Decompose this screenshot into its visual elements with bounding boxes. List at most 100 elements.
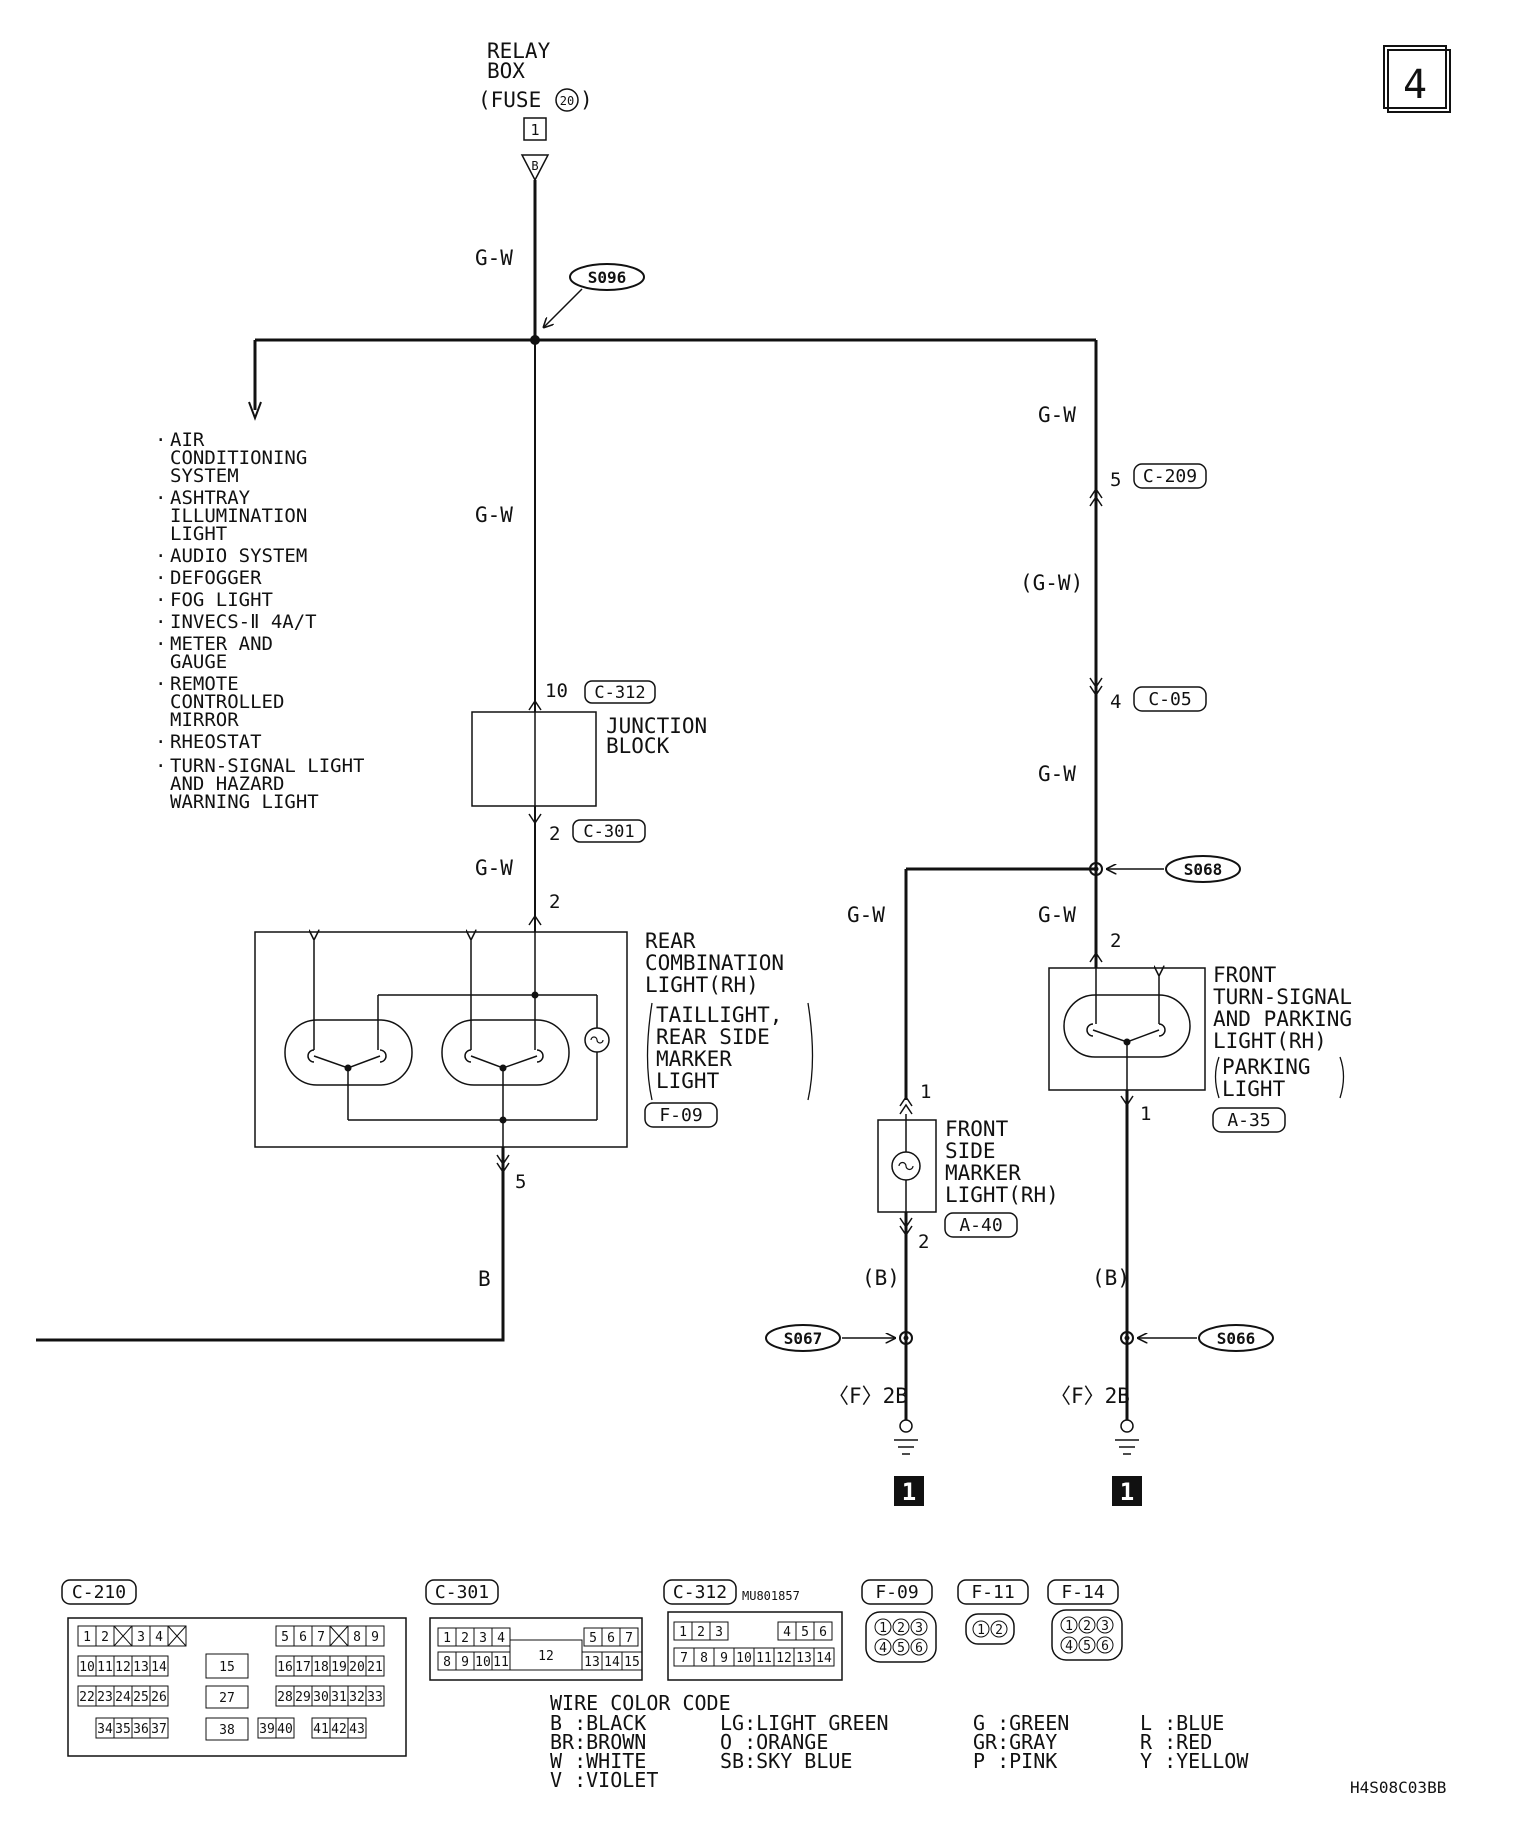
side-marker-top-pin: 1 — [920, 1081, 931, 1103]
fuse-number-circle — [555, 88, 579, 112]
splice-s068-label: S068 — [1184, 860, 1223, 879]
pin-cell — [205, 1685, 249, 1709]
pin-number: 36 — [133, 1722, 149, 1737]
pin-number: 12 — [776, 1651, 792, 1666]
wire-label-front-turn-ground: (B) — [1092, 1266, 1130, 1290]
system-item: SYSTEM — [170, 465, 239, 487]
front-side-marker-light — [877, 1114, 937, 1213]
system-item: AIR — [170, 429, 205, 451]
wire-label-rear-ground: B — [478, 1267, 491, 1291]
pin-number: 6 — [915, 1641, 923, 1656]
rear-combo-line3: LIGHT(RH) — [645, 973, 759, 997]
color-code-item: GR:GRAY — [973, 1730, 1057, 1754]
pin-number: 4 — [1065, 1639, 1073, 1654]
systems-bullet: · — [155, 611, 166, 633]
pin-number: 29 — [295, 1690, 311, 1705]
pin-number: 2 — [101, 1630, 109, 1645]
pin-cell — [910, 1618, 928, 1636]
pin-cell — [874, 1638, 892, 1656]
color-code-item: G :GREEN — [973, 1711, 1069, 1735]
systems-bullet: · — [155, 633, 166, 655]
pin-number: 13 — [133, 1660, 149, 1675]
pin-number: 2 — [697, 1625, 705, 1640]
front-turn-top-pin: 2 — [1110, 930, 1121, 952]
system-item: AND HAZARD — [170, 773, 284, 795]
pin-number: 27 — [219, 1691, 235, 1706]
pin-cell — [365, 1625, 385, 1647]
pin-number: 15 — [624, 1655, 640, 1670]
pin-number: 10 — [736, 1651, 752, 1666]
pin-cell — [1096, 1616, 1114, 1634]
rear-combo-sub2: REAR SIDE — [656, 1025, 770, 1049]
pin-number: 19 — [331, 1660, 347, 1675]
c210-label: C-210 — [72, 1582, 126, 1603]
pin-cell — [1060, 1616, 1078, 1634]
system-item: FOG LIGHT — [170, 589, 273, 611]
f09-label: F-09 — [875, 1582, 918, 1603]
pin-number: 6 — [607, 1631, 615, 1646]
pin-cell — [365, 1655, 385, 1677]
pin-number: 9 — [720, 1651, 728, 1666]
c312-label: C-312 — [673, 1582, 727, 1603]
pin-number: 3 — [1101, 1619, 1109, 1634]
pin-cell — [347, 1717, 367, 1739]
systems-bullet: · — [155, 487, 166, 509]
pin-number: 5 — [1083, 1639, 1091, 1654]
color-code-item: B :BLACK — [550, 1711, 646, 1735]
pin-number: 13 — [584, 1655, 600, 1670]
pin-number: 33 — [367, 1690, 383, 1705]
rear-combo-line1: REAR — [645, 929, 696, 953]
jb-bottom-conn-box — [572, 819, 646, 843]
pin-cell — [874, 1618, 892, 1636]
pin-number: 4 — [155, 1630, 163, 1645]
pin-cell — [149, 1685, 169, 1707]
pin-number: 2 — [995, 1623, 1003, 1638]
front-turn-line2: TURN-SIGNAL — [1213, 985, 1352, 1009]
pin-cell — [972, 1620, 990, 1638]
fuse-number: 20 — [560, 94, 574, 108]
pin-number: 2 — [461, 1631, 469, 1646]
ground-ref-box-right — [1112, 1476, 1142, 1506]
pin-number: 1 — [443, 1631, 451, 1646]
wire-label-rear-combo: G-W — [475, 856, 513, 880]
pin-number: 41 — [313, 1722, 329, 1737]
rear-combo-bottom-pin: 5 — [515, 1171, 526, 1193]
c209-conn-box — [1133, 463, 1207, 489]
systems-bullet: · — [155, 755, 166, 777]
color-code-title: WIRE COLOR CODE — [550, 1691, 731, 1715]
pin-cell — [205, 1717, 249, 1741]
pin-cell — [892, 1638, 910, 1656]
c209-conn: C-209 — [1143, 466, 1197, 487]
wire-label-center: G-W — [475, 503, 513, 527]
side-marker-line4: LIGHT(RH) — [945, 1183, 1059, 1207]
pin-cell — [149, 1655, 169, 1677]
jb-bottom-pin: 2 — [549, 823, 560, 845]
pin-cell — [619, 1627, 639, 1647]
pin-number: 8 — [700, 1651, 708, 1666]
splice-s067-label: S067 — [784, 1329, 823, 1348]
wire-label-right-top: G-W — [1038, 403, 1076, 427]
pin-cell — [1096, 1636, 1114, 1654]
pin-number: 14 — [816, 1651, 832, 1666]
ground-symbol-left — [894, 1419, 918, 1455]
system-item: WARNING LIGHT — [170, 791, 319, 813]
pin-number: 8 — [443, 1655, 451, 1670]
pin-number: 1 — [1065, 1619, 1073, 1634]
pin-number: 3 — [479, 1631, 487, 1646]
color-code-item: V :VIOLET — [550, 1768, 658, 1792]
pin-number: 3 — [137, 1630, 145, 1645]
system-item: MIRROR — [170, 709, 239, 731]
wire-label-side-marker-ground: (B) — [862, 1266, 900, 1290]
system-item: INVECS-Ⅱ 4A/T — [170, 611, 317, 633]
pin-number: 9 — [461, 1655, 469, 1670]
splice-s068: S068 — [1106, 855, 1241, 883]
pin-number: 1 — [679, 1625, 687, 1640]
pin-number: 9 — [371, 1630, 379, 1645]
pin-number: 43 — [349, 1722, 365, 1737]
pin-number: 10 — [475, 1655, 491, 1670]
relay-terminal-number: 1 — [530, 121, 539, 139]
pin-number: 7 — [680, 1651, 688, 1666]
